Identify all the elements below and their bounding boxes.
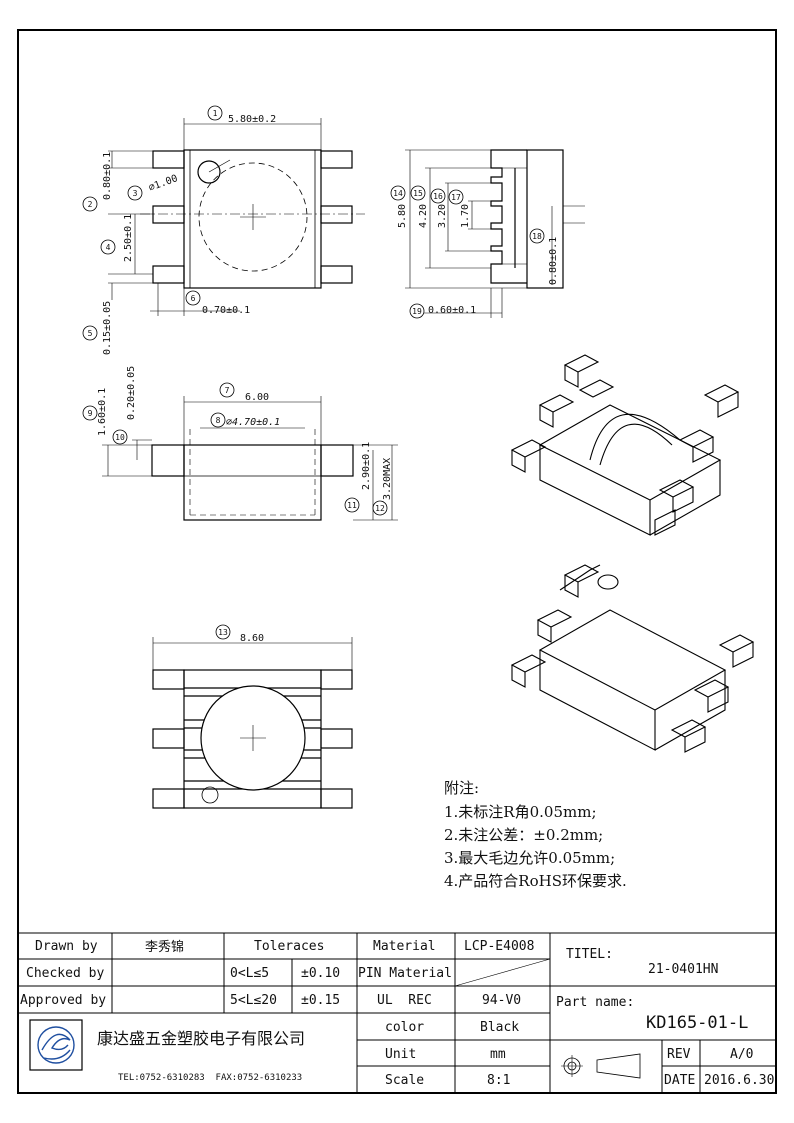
dim-4: 2.50±0.1: [123, 214, 134, 262]
part-name-label: Part name:: [556, 995, 634, 1010]
balloon-3: 3: [133, 189, 138, 198]
titel-value: 21-0401HN: [648, 962, 718, 977]
iso-view-open: [510, 354, 740, 536]
note-item: 3.最大毛边允许0.05mm;: [444, 849, 615, 867]
note-item: 1.未标注R角0.05mm;: [444, 803, 597, 821]
color-label: color: [385, 1020, 424, 1035]
dim-7: 6.00: [245, 392, 269, 403]
side-view: [405, 149, 585, 318]
balloon-numbers: 1 2 3 4 5 6 7 8 9 10 11 12 13 14 15 16 1…: [88, 109, 542, 637]
balloon-18: 18: [532, 232, 542, 241]
dim-16: 3.20: [437, 204, 448, 228]
title-block-text: Drawn by 李秀锦 Toleraces Material LCP-E400…: [20, 939, 774, 1088]
dim-12: 3.20MAX: [382, 458, 393, 500]
dim-11: 2.90±0.1: [361, 442, 372, 490]
dim-2: 0.80±0.1: [102, 152, 113, 200]
titel-label: TITEL:: [566, 947, 613, 962]
dim-9: 1.60±0.1: [97, 388, 108, 436]
dim-8: ⌀4.70±0.1: [226, 417, 280, 428]
notes-block: 附注: 1.未标注R角0.05mm; 2.未注公差：±0.2mm; 3.最大毛边…: [444, 779, 627, 890]
tolerance-value-1: ±0.10: [301, 966, 340, 981]
dim-19: 0.60±0.1: [428, 305, 476, 316]
dim-15: 4.20: [418, 204, 429, 228]
pin-material-label: PIN Material: [358, 966, 452, 981]
drawn-by-label: Drawn by: [35, 939, 98, 954]
scale-value: 8:1: [487, 1073, 510, 1088]
balloon-2: 2: [88, 200, 93, 209]
balloon-15: 15: [413, 189, 423, 198]
dim-13: 8.60: [240, 633, 264, 644]
dim-14: 5.80: [397, 204, 408, 228]
material-value: LCP-E4008: [464, 939, 534, 954]
balloon-1: 1: [213, 109, 218, 118]
tolerances-label: Toleraces: [254, 939, 324, 954]
balloon-16: 16: [433, 192, 443, 201]
date-label: DATE: [664, 1073, 695, 1088]
balloon-markers: [82, 105, 545, 640]
balloon-13: 13: [218, 628, 228, 637]
balloon-14: 14: [393, 189, 403, 198]
approved-by-label: Approved by: [20, 993, 106, 1008]
dim-1: 5.80±0.2: [228, 114, 276, 125]
title-block: [18, 932, 776, 1093]
tolerance-value-2: ±0.15: [301, 993, 340, 1008]
ul-label: UL REC: [377, 993, 432, 1008]
top-view: [108, 118, 365, 316]
part-name-value: KD165-01-L: [646, 1013, 748, 1033]
color-value: Black: [480, 1020, 519, 1035]
ul-value: 94-V0: [482, 993, 521, 1008]
iso-view-closed: [510, 564, 755, 753]
tolerance-range-2: 5<L≤20: [230, 993, 277, 1008]
balloon-11: 11: [347, 501, 357, 510]
tolerance-range-1: 0<L≤5: [230, 966, 269, 981]
dim-5: 0.15±0.05: [102, 301, 113, 355]
unit-value: mm: [490, 1047, 506, 1062]
material-label: Material: [373, 939, 436, 954]
company-name: 康达盛五金塑胶电子有限公司: [97, 1029, 305, 1048]
dim-17: 1.70: [460, 204, 471, 228]
checked-by-label: Checked by: [26, 966, 104, 981]
date-value: 2016.6.30: [704, 1073, 774, 1088]
scale-label: Scale: [385, 1073, 424, 1088]
balloon-9: 9: [88, 409, 93, 418]
dim-6: 0.70±0.1: [202, 305, 250, 316]
front-view: [102, 396, 398, 521]
balloon-8: 8: [216, 416, 221, 425]
sheet-border: [17, 29, 777, 1094]
balloon-7: 7: [225, 386, 230, 395]
dim-3: ⌀1.00: [147, 173, 179, 194]
balloon-12: 12: [375, 504, 385, 513]
unit-label: Unit: [385, 1047, 416, 1062]
rev-label: REV: [667, 1047, 691, 1062]
balloon-4: 4: [106, 243, 111, 252]
company-contact: TEL:0752-6310283 FAX:0752-6310233: [118, 1073, 302, 1083]
note-item: 2.未注公差：±0.2mm;: [444, 826, 603, 844]
notes-heading: 附注:: [444, 779, 479, 797]
dim-18: 0.80±0.1: [548, 237, 559, 285]
balloon-17: 17: [451, 193, 461, 202]
balloon-6: 6: [191, 294, 196, 303]
dim-10: 0.20±0.05: [126, 366, 137, 420]
rev-value: A/0: [730, 1047, 753, 1062]
balloon-10: 10: [115, 433, 125, 442]
drawn-by-value: 李秀锦: [145, 940, 184, 955]
balloon-5: 5: [88, 329, 93, 338]
note-item: 4.产品符合RoHS环保要求.: [444, 872, 627, 890]
balloon-19: 19: [412, 307, 422, 316]
bottom-view: [152, 637, 353, 809]
